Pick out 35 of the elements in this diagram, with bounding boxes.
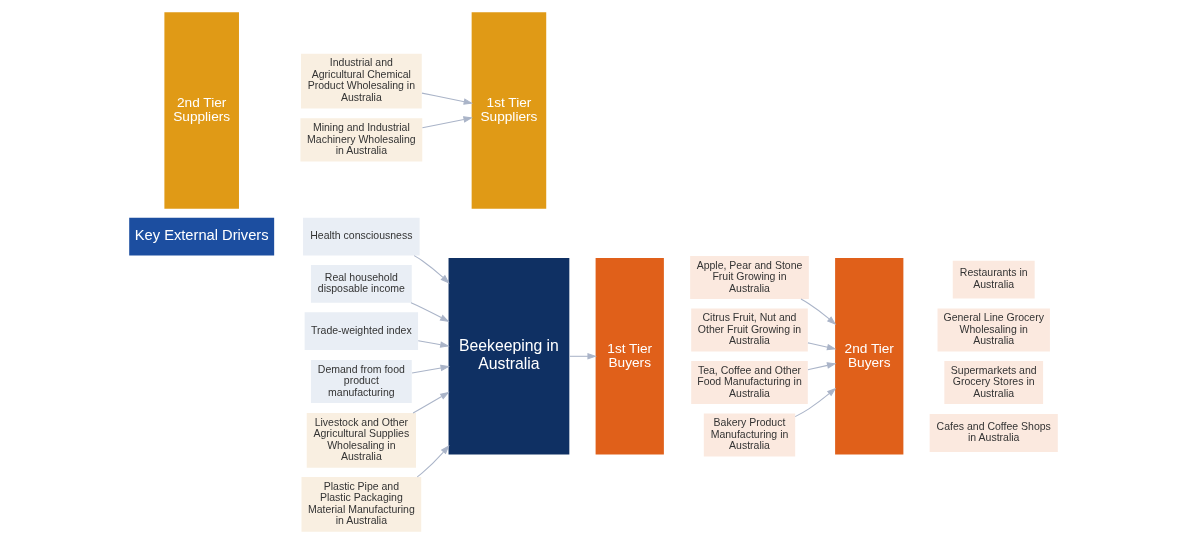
node-box: Real household disposable income bbox=[310, 264, 412, 303]
node-box: Mining and Industrial Machinery Wholesaling in Australia bbox=[299, 118, 422, 162]
node-box: Cafes and Coffee Shops in Australia bbox=[929, 414, 1058, 452]
node-box: Demand from food product manufacturing bbox=[310, 360, 412, 404]
arrow bbox=[806, 362, 836, 371]
node-box: Trade-weighted index bbox=[304, 312, 418, 350]
node-box: Tea, Coffee and Other Food Manufacturing in Australia bbox=[690, 361, 808, 405]
arrow bbox=[799, 298, 836, 325]
arrow bbox=[420, 92, 473, 105]
arrow bbox=[417, 340, 450, 348]
arrow bbox=[411, 364, 450, 374]
node-box: Apple, Pear and Stone Fruit Growing in Australia bbox=[689, 256, 809, 300]
node-box: Plastic Pipe and Plastic Packaging Material Manufacturing in Australia bbox=[301, 477, 421, 532]
node-box: 1st Tier Suppliers bbox=[471, 12, 546, 209]
node-box: 2nd Tier Suppliers bbox=[163, 12, 239, 209]
node-box: Key External Drivers bbox=[128, 217, 274, 256]
arrow bbox=[410, 302, 449, 322]
node-box: 2nd Tier Buyers bbox=[834, 258, 903, 455]
node-box: Livestock and Other Agricultural Supplies Wholesaling in Australia bbox=[306, 413, 416, 468]
node-box: 1st Tier Buyers bbox=[595, 258, 664, 455]
arrow bbox=[568, 352, 597, 360]
arrow bbox=[421, 116, 473, 129]
node-box: General Line Grocery Wholesaling in Australia bbox=[937, 308, 1050, 352]
arrow bbox=[412, 391, 450, 414]
arrow bbox=[416, 445, 450, 478]
node-box: Beekeeping in Australia bbox=[448, 258, 569, 455]
arrow bbox=[413, 255, 450, 284]
arrow bbox=[806, 342, 836, 351]
node-box: Industrial and Agricultural Chemical Product Wholesaling in Australia bbox=[300, 53, 422, 109]
node-box: Citrus Fruit, Nut and Other Fruit Growing in Australia bbox=[690, 308, 808, 352]
node-box: Restaurants in Australia bbox=[952, 260, 1035, 299]
node-box: Health consciousness bbox=[302, 217, 420, 256]
node-box: Bakery Product Manufacturing in Australia bbox=[703, 413, 795, 457]
node-box: Supermarkets and Grocery Stores in Australia bbox=[943, 361, 1043, 405]
arrow bbox=[794, 387, 836, 418]
